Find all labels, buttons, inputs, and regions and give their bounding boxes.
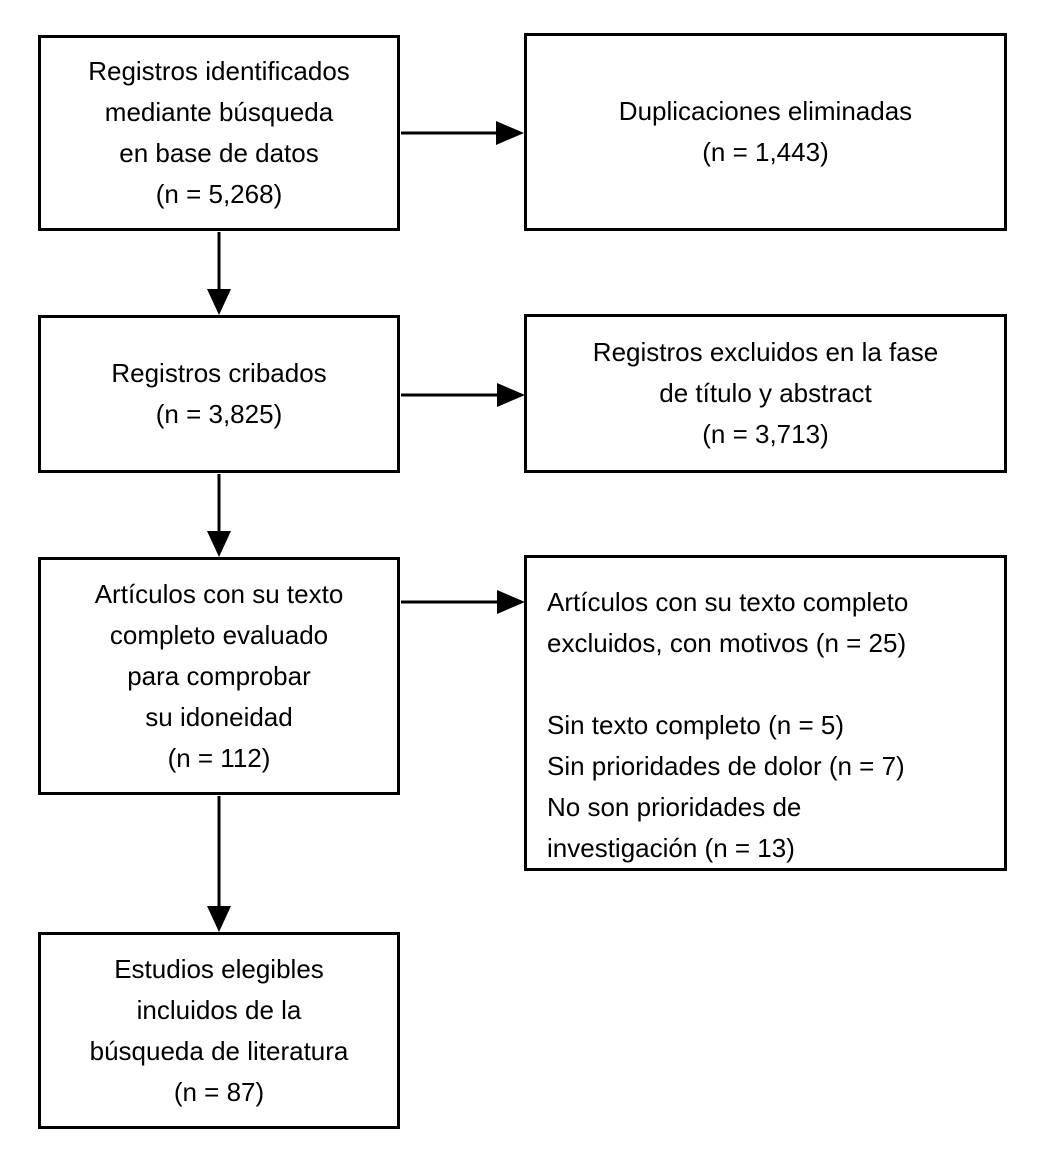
arrow-identified-to-duplicates xyxy=(401,121,524,145)
arrow-identified-to-screened xyxy=(207,232,231,315)
arrow-fulltext-to-included xyxy=(207,796,231,932)
box-records-screened: Registros cribados (n = 3,825) xyxy=(38,315,400,473)
arrow-screened-to-fulltext xyxy=(207,474,231,557)
box-records-excluded-title-abstract-text: Registros excluidos en la fase de título… xyxy=(592,337,939,449)
arrow-screened-to-excluded xyxy=(401,383,525,407)
box-studies-included: Estudios elegibles incluidos de la búsqu… xyxy=(38,932,400,1129)
box-fulltext-excluded: Artículos con su texto completo excluido… xyxy=(524,555,1007,871)
box-fulltext-excluded-text: Artículos con su texto completo excluido… xyxy=(547,587,909,863)
box-records-identified-text: Registros identificados mediante búsqued… xyxy=(88,56,350,209)
box-duplicates-removed: Duplicaciones eliminadas (n = 1,443) xyxy=(524,33,1007,231)
box-fulltext-assessed-text: Artículos con su texto completo evaluado… xyxy=(94,578,344,773)
box-records-excluded-title-abstract: Registros excluidos en la fase de título… xyxy=(524,314,1007,473)
box-duplicates-removed-text: Duplicaciones eliminadas (n = 1,443) xyxy=(618,96,913,167)
arrow-fulltext-to-excluded xyxy=(401,590,525,614)
box-records-screened-text: Registros cribados (n = 3,825) xyxy=(111,358,327,429)
box-studies-included-text: Estudios elegibles incluidos de la búsqu… xyxy=(89,953,349,1107)
box-records-identified: Registros identificados mediante búsqued… xyxy=(38,35,400,231)
box-fulltext-assessed: Artículos con su texto completo evaluado… xyxy=(38,557,400,795)
